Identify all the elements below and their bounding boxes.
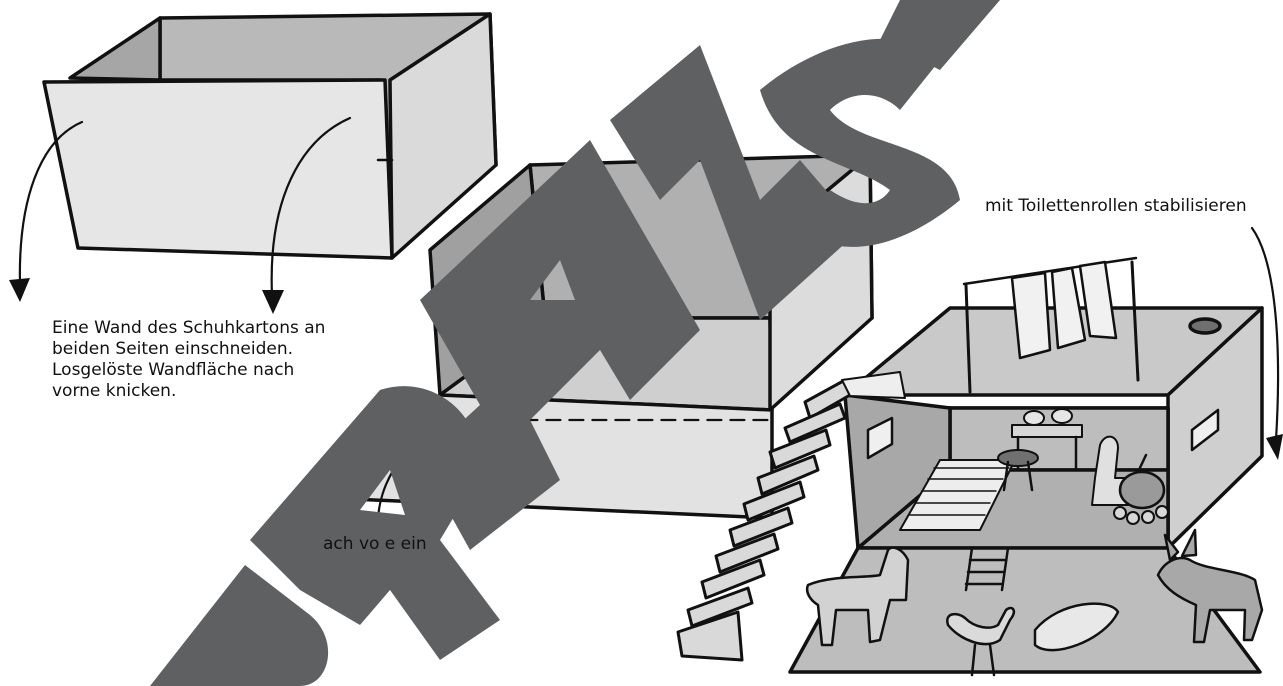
arrowhead-left-icon: [9, 278, 30, 302]
bowl-1: [1023, 410, 1045, 426]
step3-instruction: mit Toilettenrollen stabilisieren: [985, 196, 1247, 216]
shoebox1-front-wall: [42, 78, 394, 260]
stair-top-cloth: [841, 371, 906, 399]
toilet-roll-hole: [1188, 317, 1222, 335]
watermark-letters: [150, 0, 1000, 686]
fold-arrows-step1: [18, 116, 352, 297]
step1-line-1: Eine Wand des Schuhkartons an: [52, 318, 326, 338]
stable-model: [676, 256, 1264, 677]
stable-left-window: [866, 416, 894, 460]
feeding-trough: [1033, 602, 1120, 652]
watermark-letter-n: [610, 45, 860, 320]
shoebox1-left-inner: [68, 16, 162, 82]
laundry-cloth-1: [1010, 271, 1052, 360]
interior-table: [1011, 424, 1083, 438]
step1-line-3: Losgelöste Wandfläche nach: [52, 360, 295, 380]
rooster-figure: [946, 606, 1016, 646]
staircase: [676, 378, 852, 662]
stable-right-window: [1190, 408, 1220, 452]
step2-instruction: ach vo e ein: [323, 534, 427, 554]
fold-arrow-right: [270, 116, 352, 297]
laundry-cloth-3: [1078, 260, 1118, 340]
ladder: [964, 546, 1010, 592]
arrowhead-right-icon: [262, 290, 284, 314]
interior-stool: [997, 449, 1039, 467]
donkey-figure: [1156, 556, 1264, 644]
stabilize-arrow: [1250, 226, 1280, 442]
shoebox-step1: [42, 12, 498, 260]
watermark-letter-a: [420, 140, 700, 550]
step1-line-2: beiden Seiten einschneiden.: [52, 339, 293, 359]
watermark-stroke-s-top: [880, 0, 1000, 70]
bowl-2: [1051, 408, 1073, 424]
step1-line-4: vorne knicken.: [52, 381, 177, 401]
arrowhead-stabilize-icon: [1266, 434, 1283, 460]
watermark-letter-p: [150, 565, 329, 686]
step1-instruction: Eine Wand des Schuhkartons an beiden Sei…: [52, 318, 352, 402]
cooking-pot: [1118, 470, 1166, 510]
laundry-cloth-2: [1050, 266, 1087, 350]
fold-arrow-left: [18, 120, 84, 287]
goat-figure: [805, 546, 910, 647]
watermark-letter-s: [760, 38, 960, 247]
